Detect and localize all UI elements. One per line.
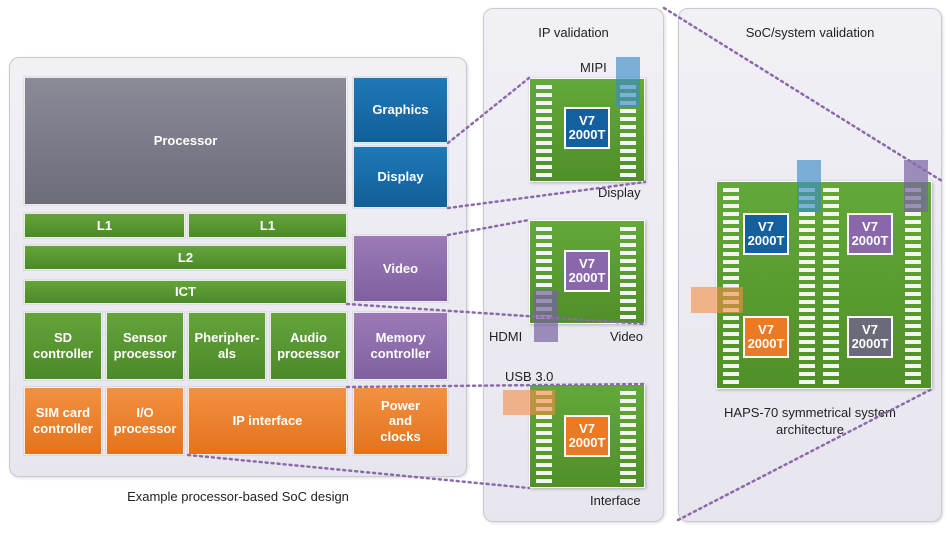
usb-label: USB 3.0 <box>505 369 554 384</box>
sd-controller-block: SD controller <box>24 312 102 380</box>
power-and-clocks-block: Power and clocks <box>353 387 448 455</box>
io-processor-block: I/O processor <box>106 387 184 455</box>
processor-block: Processor <box>24 77 347 205</box>
fpga-chip: V7 2000T <box>847 316 893 358</box>
ict-bus: ICT <box>24 280 347 304</box>
mipi-connector <box>616 57 640 107</box>
display-label: Display <box>598 185 641 200</box>
sensor-processor-block: Sensor processor <box>106 312 184 380</box>
video-block: Video <box>353 235 448 302</box>
soc-design-caption: Example processor-based SoC design <box>127 489 349 504</box>
ip-validation-title: IP validation <box>538 25 609 40</box>
fpga-chip: V7 2000T <box>743 316 789 358</box>
usb-connector <box>691 287 743 313</box>
memory-controller-block: Memory controller <box>353 312 448 380</box>
interface-label: Interface <box>590 493 641 508</box>
l1-cache-left: L1 <box>24 213 185 238</box>
hdmi-connector <box>534 290 558 342</box>
graphics-block: Graphics <box>353 77 448 143</box>
mipi-connector <box>797 160 821 212</box>
usb-connector <box>503 390 555 415</box>
sim-card-controller-block: SIM card controller <box>24 387 102 455</box>
peripherals-block: Pheripher- als <box>188 312 266 380</box>
hdmi-label: HDMI <box>489 329 523 344</box>
fpga-chip: V7 2000T <box>847 213 893 255</box>
ip-interface-block: IP interface <box>188 387 347 455</box>
system-validation-title: SoC/system validation <box>745 25 875 40</box>
fpga-chip: V7 2000T <box>564 415 610 457</box>
audio-processor-block: Audio processor <box>270 312 347 380</box>
display-block: Display <box>353 146 448 208</box>
haps70-caption: HAPS-70 symmetrical system architecture <box>724 405 896 437</box>
fpga-chip: V7 2000T <box>564 250 610 292</box>
l2-cache: L2 <box>24 245 347 270</box>
fpga-chip: V7 2000T <box>564 107 610 149</box>
mipi-label: MIPI <box>580 60 607 75</box>
video-label: Video <box>610 329 644 344</box>
fpga-chip: V7 2000T <box>743 213 789 255</box>
l1-cache-right: L1 <box>188 213 347 238</box>
hdmi-connector <box>904 160 928 212</box>
